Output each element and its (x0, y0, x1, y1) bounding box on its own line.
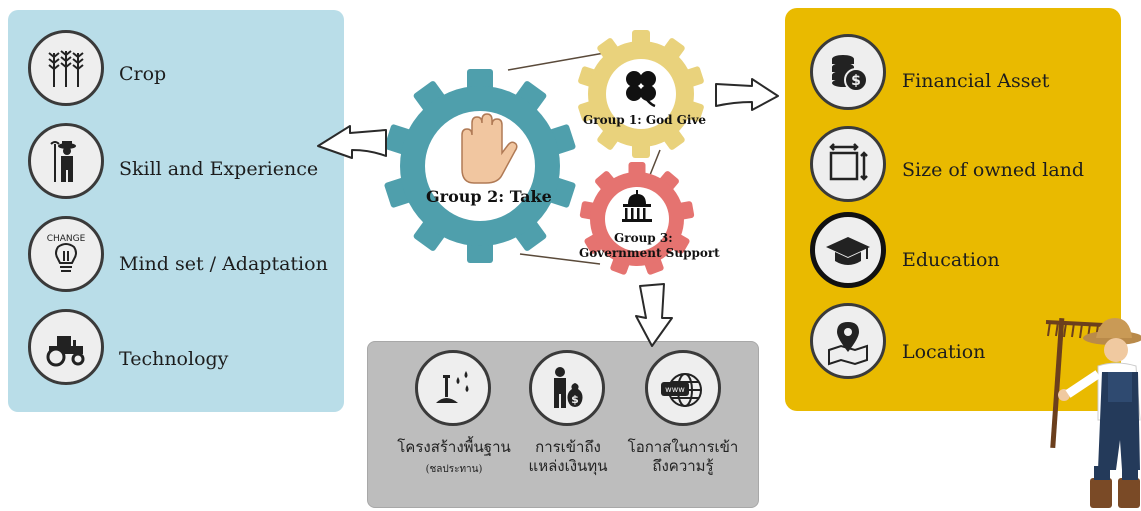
right-item-label: Education (902, 249, 1000, 271)
left-item-label: Technology (119, 348, 229, 370)
change-bulb-icon: CHANGE (28, 216, 104, 292)
connector-line (649, 149, 661, 176)
svg-text:$: $ (571, 393, 579, 406)
wheat-icon (28, 30, 104, 106)
www-globe-icon: www (645, 350, 721, 426)
raised-hand-icon (461, 113, 518, 184)
bottom-item-label: โครงสร้างพื้นฐาน (397, 438, 511, 456)
money-access-icon: $ (529, 350, 605, 426)
connector-line (507, 51, 611, 71)
left-item-label: Mind set / Adaptation (119, 253, 328, 275)
farmer-icon (28, 123, 104, 199)
graduation-cap-icon (810, 212, 886, 288)
god-give-gear-label: Group 1: God Give (583, 113, 707, 127)
arrow-to-bottom-panel-icon (635, 283, 673, 347)
bottom-item-label: การเข้าถึง (535, 438, 601, 456)
right-item-label: Size of owned land (902, 159, 1085, 181)
government-support-gear-label-line2: Government Support (579, 246, 720, 260)
bottom-item-sublabel: (ชลประทาน) (425, 464, 483, 475)
bottom-item-label: ถึงความรู้ (652, 457, 714, 475)
tractor-icon (28, 309, 104, 385)
bottom-item-label: โอกาสในการเข้า (627, 438, 739, 456)
svg-text:CHANGE: CHANGE (47, 234, 86, 244)
svg-text:www: www (665, 385, 685, 394)
arrow-to-right-panel-icon (715, 78, 779, 111)
coins-icon: $ (810, 34, 886, 110)
government-support-gear-label-line1: Group 3: (614, 231, 673, 245)
land-size-icon (810, 126, 886, 202)
svg-text:$: $ (851, 73, 861, 89)
four-leaf-clover-icon (626, 71, 656, 108)
arrow-to-left-panel-icon (317, 125, 387, 159)
take-gear-label: Group 2: Take (426, 187, 552, 206)
irrigation-icon (415, 350, 491, 426)
map-pin-icon (810, 303, 886, 379)
left-item-label: Skill and Experience (119, 158, 319, 180)
connector-line (519, 253, 601, 265)
farmer-with-rake-illustration (1045, 318, 1141, 508)
bottom-item-label: แหล่งเงินทุน (528, 457, 608, 475)
capitol-building-icon (622, 190, 652, 222)
left-item-label: Crop (119, 63, 167, 85)
right-item-label: Financial Asset (902, 70, 1050, 92)
right-item-label: Location (902, 341, 986, 363)
